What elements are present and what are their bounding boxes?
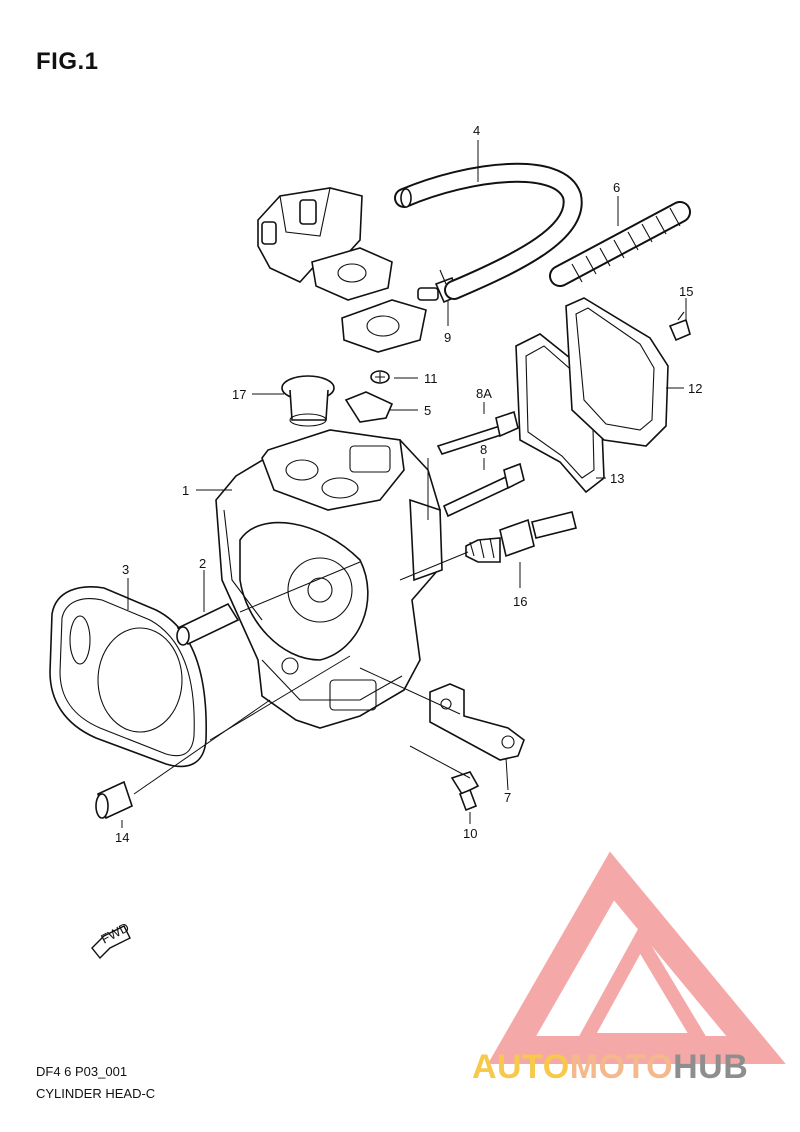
- cover-bolt-part: [668, 311, 691, 342]
- cylinder-head-cover-part: [565, 297, 669, 447]
- cylinder-head-gasket-part: [49, 586, 208, 768]
- leader-lines: [121, 140, 687, 828]
- callout-17: 17: [232, 387, 246, 402]
- dowel-sleeve-part: [95, 780, 133, 820]
- callout-14: 13: [610, 471, 624, 486]
- callout-16: 16: [513, 594, 527, 609]
- watermark-moto: MOTO: [569, 1048, 674, 1086]
- spiral-protector-part: [549, 201, 691, 287]
- callout-9: 9: [444, 330, 451, 345]
- callout-8a: 8A: [476, 386, 492, 401]
- head-bolt-part: [442, 462, 525, 518]
- watermark-hub: HUB: [673, 1048, 749, 1086]
- cylinder-head-part: [215, 429, 443, 729]
- plate-part: [344, 391, 394, 423]
- callout-1: 1: [182, 483, 189, 498]
- bracket-bolt-part: [450, 771, 480, 812]
- watermark-auto: AUTO: [472, 1048, 570, 1086]
- callout-10: 10: [463, 826, 477, 841]
- thermostat-cover-part: [257, 187, 393, 301]
- bracket-part: [429, 683, 525, 761]
- watermark-text: AUTOMOTOHUB: [472, 1048, 748, 1087]
- thermostat-part: [281, 375, 335, 427]
- diagram-code: DF4 6 P03_001: [36, 1064, 128, 1079]
- callout-7: 7: [504, 790, 511, 805]
- thermostat-gasket-part: [341, 287, 439, 353]
- callout-4: 4: [473, 123, 480, 138]
- forward-arrow-icon: FWD: [91, 920, 132, 960]
- head-bolt-long-part: [436, 410, 519, 455]
- callout-11: 11: [424, 371, 438, 386]
- screw-part: [370, 370, 390, 384]
- diagram-name: CYLINDER HEAD-C: [36, 1086, 156, 1101]
- water-hose-part: [394, 162, 583, 300]
- callout-6: 6: [613, 180, 620, 195]
- assembly-lines: [133, 458, 471, 795]
- watermark-logo-icon: [487, 851, 786, 1064]
- callout-5: 5: [424, 403, 431, 418]
- dowel-pin-part: [176, 602, 240, 646]
- callout-13: 12: [688, 381, 702, 396]
- spark-plug-part: [465, 511, 577, 563]
- callout-12: 14: [115, 830, 129, 845]
- callout-15: 15: [679, 284, 693, 299]
- callout-3: 3: [122, 562, 129, 577]
- callout-2: 2: [199, 556, 206, 571]
- figure-title: FIG.1: [36, 48, 99, 75]
- callout-8: 8: [480, 442, 487, 457]
